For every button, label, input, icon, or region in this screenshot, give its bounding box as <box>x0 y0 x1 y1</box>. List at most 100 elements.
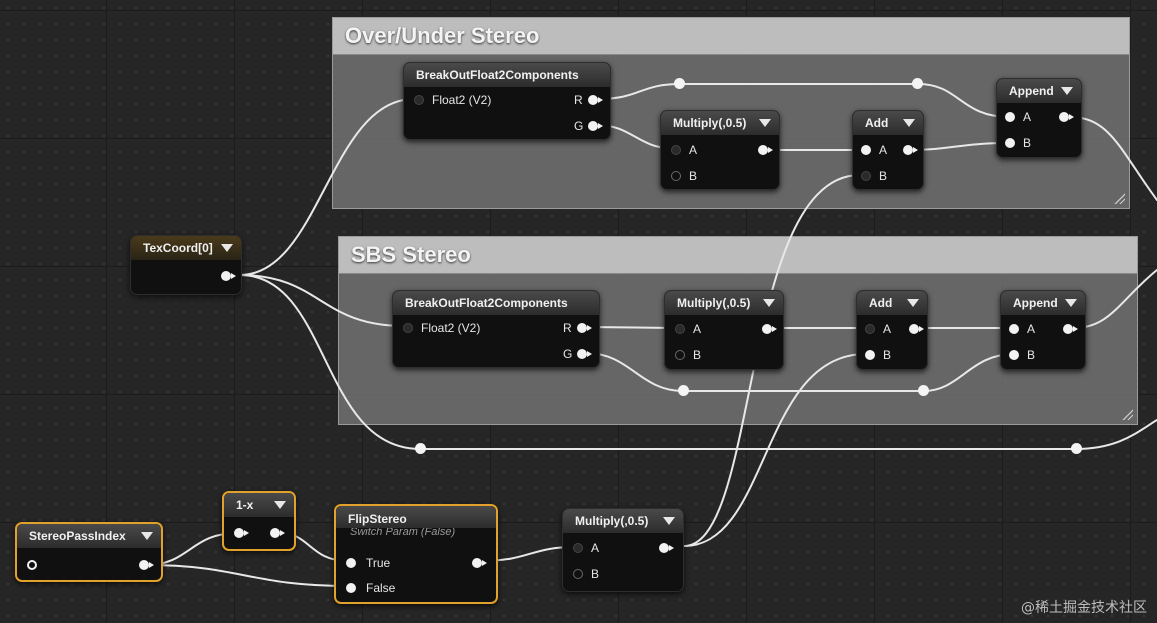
node-header[interactable]: Append <box>1001 291 1085 315</box>
pin-label: B <box>883 348 892 362</box>
node-header[interactable]: BreakOutFloat2Components <box>393 291 599 315</box>
input-pin-false[interactable] <box>346 583 356 593</box>
comment-title[interactable]: Over/Under Stereo <box>333 18 1129 55</box>
input-pin-a[interactable] <box>1009 324 1019 334</box>
output-pin-r[interactable] <box>577 323 592 333</box>
output-pin[interactable] <box>909 324 924 334</box>
input-pin-float2[interactable] <box>414 95 424 105</box>
chevron-down-icon[interactable] <box>1065 299 1077 307</box>
input-pin-b[interactable] <box>1005 138 1015 148</box>
chevron-down-icon[interactable] <box>763 299 775 307</box>
reroute-node[interactable] <box>912 78 923 89</box>
chevron-down-icon[interactable] <box>663 517 675 525</box>
input-pin-b[interactable] <box>865 350 875 360</box>
reroute-node[interactable] <box>678 385 689 396</box>
input-pin-a[interactable] <box>1005 112 1015 122</box>
input-pin-b[interactable] <box>861 171 871 181</box>
node-header[interactable]: Add <box>857 291 927 315</box>
node-title: FlipStereo <box>348 512 407 526</box>
input-pin-a[interactable] <box>671 145 681 155</box>
node-header[interactable]: Multiply(,0.5) <box>661 111 779 135</box>
comment-title[interactable]: SBS Stereo <box>339 237 1137 274</box>
node-header[interactable]: BreakOutFloat2Components <box>404 63 610 87</box>
node-title: Add <box>869 296 893 310</box>
chevron-down-icon[interactable] <box>1061 87 1073 95</box>
chevron-down-icon[interactable] <box>141 532 153 540</box>
input-pin-a[interactable] <box>675 324 685 334</box>
pin-label: B <box>689 169 698 183</box>
node-header[interactable]: Append <box>997 79 1081 103</box>
node-title: BreakOutFloat2Components <box>405 296 568 310</box>
resize-handle[interactable] <box>1113 192 1125 204</box>
output-pin[interactable] <box>762 324 777 334</box>
pin-label: Float2 (V2) <box>421 321 481 335</box>
output-pin[interactable] <box>903 145 918 155</box>
node-texcoord[interactable]: TexCoord[0] <box>130 235 242 295</box>
resize-handle[interactable] <box>1121 408 1133 420</box>
watermark: @稀土掘金技术社区 <box>1021 600 1147 616</box>
input-pin-float2[interactable] <box>403 323 413 333</box>
input-pin-a[interactable] <box>865 324 875 334</box>
input-pin-a[interactable] <box>573 543 583 553</box>
reroute-node[interactable] <box>1071 443 1082 454</box>
node-multiply-3[interactable]: Multiply(,0.5) A B <box>562 508 684 592</box>
pin-label: A <box>1023 110 1032 124</box>
node-header[interactable]: Multiply(,0.5) <box>665 291 783 315</box>
node-header[interactable]: StereoPassIndex <box>17 524 161 548</box>
output-pin[interactable] <box>221 271 236 281</box>
node-append-1[interactable]: Append A B <box>996 78 1082 158</box>
node-title: BreakOutFloat2Components <box>416 68 579 82</box>
output-pin[interactable] <box>1063 324 1078 334</box>
input-pin-b[interactable] <box>675 350 685 360</box>
input-pin-true[interactable] <box>346 558 356 568</box>
node-one-minus[interactable]: 1-x <box>222 491 296 551</box>
output-pin[interactable] <box>472 558 487 568</box>
pin-label: B <box>693 348 702 362</box>
output-pin[interactable] <box>139 560 154 570</box>
node-multiply-1[interactable]: Multiply(,0.5) A B <box>660 110 780 190</box>
output-pin[interactable] <box>758 145 773 155</box>
input-pin-b[interactable] <box>573 569 583 579</box>
node-add-1[interactable]: Add A B <box>852 110 924 190</box>
node-breakout-float2-1[interactable]: BreakOutFloat2Components Float2 (V2) R G <box>403 62 611 140</box>
node-flip-stereo[interactable]: FlipStereo Switch Param (False) True Fal… <box>334 504 498 604</box>
node-header[interactable]: Add <box>853 111 923 135</box>
wire <box>145 564 349 587</box>
chevron-down-icon[interactable] <box>903 119 915 127</box>
input-pin[interactable] <box>27 560 37 570</box>
node-append-2[interactable]: Append A B <box>1000 290 1086 370</box>
node-add-2[interactable]: Add A B <box>856 290 928 370</box>
chevron-down-icon[interactable] <box>221 244 233 252</box>
pin-label: B <box>879 169 888 183</box>
output-pin[interactable] <box>270 528 285 538</box>
output-pin-g[interactable] <box>577 349 592 359</box>
reroute-node[interactable] <box>674 78 685 89</box>
node-subtitle: Switch Param (False) <box>350 526 456 538</box>
input-pin-b[interactable] <box>1009 350 1019 360</box>
chevron-down-icon[interactable] <box>274 501 286 509</box>
output-pin[interactable] <box>1059 112 1074 122</box>
pin-label: G <box>563 347 573 361</box>
node-title: Multiply(,0.5) <box>575 514 649 528</box>
pin-label: A <box>879 143 888 157</box>
node-title: StereoPassIndex <box>29 529 126 543</box>
node-header[interactable]: Multiply(,0.5) <box>563 509 683 533</box>
chevron-down-icon[interactable] <box>907 299 919 307</box>
chevron-down-icon[interactable] <box>759 119 771 127</box>
node-title: Multiply(,0.5) <box>677 296 751 310</box>
input-pin-a[interactable] <box>861 145 871 155</box>
output-pin[interactable] <box>659 543 674 553</box>
reroute-node[interactable] <box>415 443 426 454</box>
pin-label: False <box>366 581 396 595</box>
node-breakout-float2-2[interactable]: BreakOutFloat2Components Float2 (V2) R G <box>392 290 600 368</box>
reroute-node[interactable] <box>918 385 929 396</box>
node-stereo-pass-index[interactable]: StereoPassIndex <box>15 522 163 582</box>
node-multiply-2[interactable]: Multiply(,0.5) A B <box>664 290 784 370</box>
input-pin[interactable] <box>234 528 249 538</box>
output-pin-r[interactable] <box>588 95 603 105</box>
output-pin-g[interactable] <box>588 121 603 131</box>
input-pin-b[interactable] <box>671 171 681 181</box>
node-header[interactable]: FlipStereo <box>336 506 496 528</box>
node-header[interactable]: TexCoord[0] <box>131 236 241 260</box>
node-header[interactable]: 1-x <box>224 493 294 517</box>
